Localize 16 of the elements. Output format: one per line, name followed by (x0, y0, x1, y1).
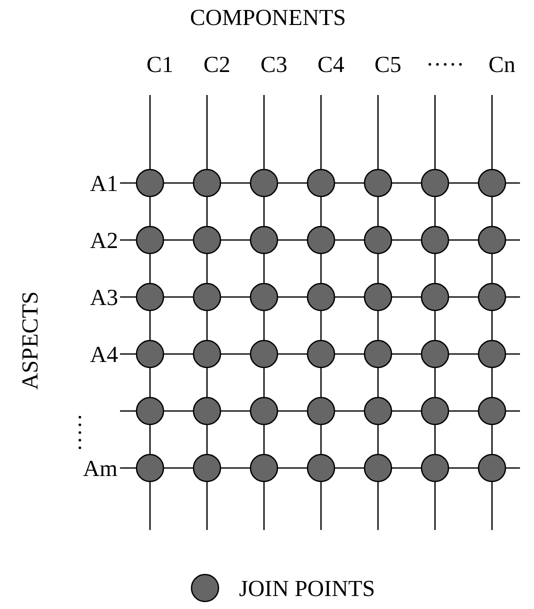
column-label: Cn (488, 52, 516, 76)
row-label: A2 (90, 228, 118, 252)
column-label: C1 (146, 52, 174, 76)
row-label: Am (83, 456, 118, 480)
column-label: C3 (260, 52, 288, 76)
column-label: C4 (318, 52, 344, 76)
column-label: C5 (374, 52, 402, 76)
row-label: A4 (90, 342, 118, 366)
row-label: A3 (90, 286, 118, 308)
axis-title: ASPECTS (18, 290, 42, 390)
column-label: ····· (426, 52, 464, 76)
column-label: C2 (204, 52, 230, 76)
row-label: ····· (68, 412, 92, 452)
axis-title: COMPONENTS (190, 6, 346, 28)
legend-label: JOIN POINTS (239, 576, 376, 600)
row-label: A1 (90, 172, 118, 194)
